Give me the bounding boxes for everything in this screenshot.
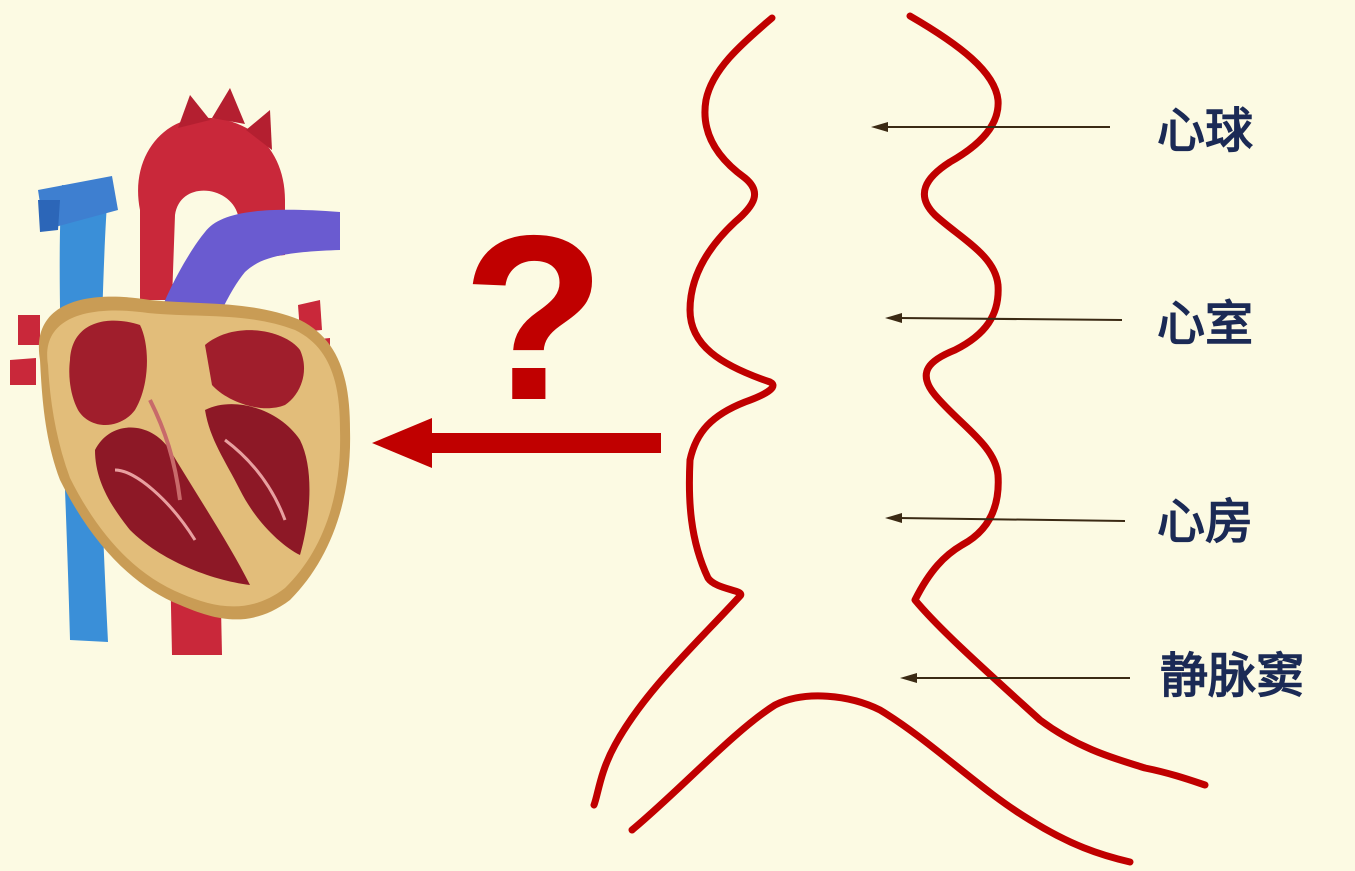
label-sinus-venosus: 静脉窦 [1160,648,1305,704]
label-ventricle: 心室 [1157,296,1254,352]
pointer-bulbus [871,122,1110,132]
pointer-ventricle [885,313,1123,323]
arrow-icon [372,418,661,468]
pointer-atrium [885,513,1126,523]
pointer-sinus-venosus [900,673,1130,683]
heart-tube-right-wall [906,12,1209,789]
heart-tube-left-wall [590,14,777,809]
heart-tube-inner-curve [628,692,1134,866]
label-bulbus-cordis: 心球 [1157,103,1254,159]
label-atrium: 心房 [1157,494,1254,550]
heart-icon [10,88,351,655]
question-mark: ? [462,186,606,449]
